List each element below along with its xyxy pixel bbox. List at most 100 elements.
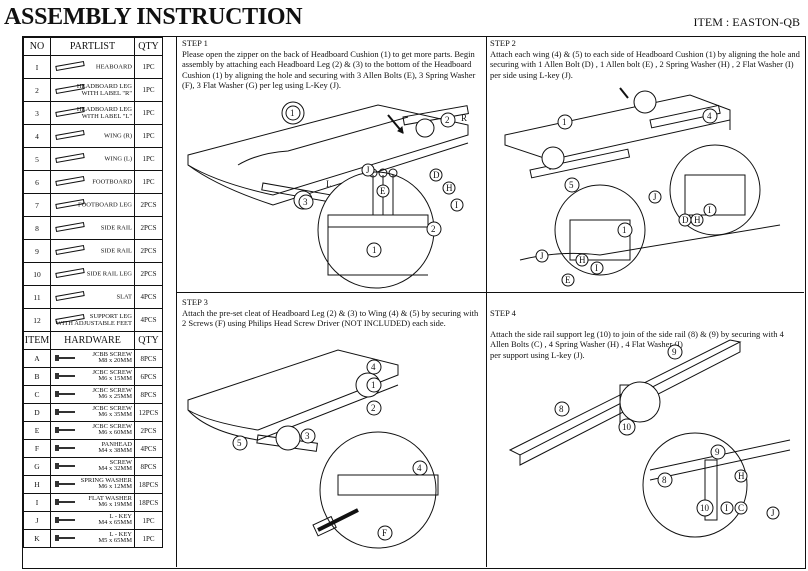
part-qty: 2PCS: [134, 193, 163, 217]
s4-callout-8b: 8: [662, 475, 667, 485]
hw-qty: 4PCS: [134, 439, 163, 458]
page-frame: [22, 36, 806, 569]
hw-no: B: [23, 367, 51, 386]
part-no: 8: [23, 216, 51, 240]
s3-callout-4: 4: [371, 362, 376, 372]
part-name: HEABOARD: [95, 63, 132, 71]
part-desc: SIDE RAIL: [50, 239, 135, 263]
s2-callout-5: 5: [569, 180, 574, 190]
s3-callout-4b: 4: [417, 463, 422, 473]
part-row: 2 HEADBOARD LEG WITH LABEL "R"1PC: [23, 78, 163, 102]
part-qty: 4PCS: [134, 285, 163, 309]
step-3-body: Attach the pre-set cleat of Headboard Le…: [182, 307, 479, 329]
hw-qty: 6PCS: [134, 367, 163, 386]
part-no: 5: [23, 147, 51, 171]
part-no: 2: [23, 78, 51, 102]
s2-callout-h2: H: [579, 255, 586, 265]
part-desc: FOOTBOARD LEG: [50, 193, 135, 217]
step-1-heading: STEP 1: [182, 38, 208, 48]
part-desc: SLAT: [50, 285, 135, 309]
s3-callout-5: 5: [237, 438, 242, 448]
screw-icon: [55, 535, 75, 541]
hw-no: C: [23, 385, 51, 404]
footboard-icon: [55, 176, 85, 186]
leg-icon: [55, 107, 85, 117]
s2-callout-i2: I: [595, 263, 598, 273]
hw-qty: 8PCS: [134, 457, 163, 476]
hw-qty: 18PCS: [134, 493, 163, 512]
leg-icon: [55, 84, 85, 94]
step-3-diagram: 4 1 2 3 5 4 F: [187, 349, 439, 549]
part-name: SIDE RAIL: [100, 224, 132, 232]
screw-icon: [55, 499, 75, 505]
hw-qty: 2PCS: [134, 421, 163, 440]
callout-d: D: [433, 170, 440, 180]
part-desc: HEADBOARD LEG WITH LABEL "L": [50, 101, 135, 125]
support-leg-icon: [55, 314, 85, 324]
screw-icon: [55, 355, 75, 361]
hw-qty: 1PC: [134, 511, 163, 530]
part-desc: WING (R): [50, 124, 135, 148]
s2-callout-j2: J: [540, 251, 544, 261]
hw-name: SPRING WASHER M6 x 12MM: [80, 476, 132, 491]
hw-name: JCBB SCREW M8 x 20MM: [92, 350, 132, 365]
s4-callout-9b: 9: [715, 447, 720, 457]
s3-callout-3: 3: [305, 431, 310, 441]
hw-name: FLAT WASHER M6 x 19MM: [88, 494, 132, 509]
col-no: NO: [23, 37, 51, 56]
part-qty: 2PCS: [134, 216, 163, 240]
part-name: HEADBOARD LEG WITH LABEL "L": [76, 106, 132, 120]
part-desc: HEABOARD: [50, 55, 135, 79]
s2-callout-e: E: [565, 275, 571, 285]
s2-callout-4: 4: [707, 111, 712, 121]
s2-callout-i: I: [708, 205, 711, 215]
step-4-heading: STEP 4: [490, 307, 516, 318]
s4-callout-i: I: [725, 503, 728, 513]
hw-desc: SPRING WASHER M6 x 12MM: [50, 475, 135, 494]
step-3-heading: STEP 3: [182, 297, 208, 307]
s4-callout-h: H: [738, 471, 745, 481]
col-item: ITEM: [23, 331, 51, 350]
step-2-text: STEP 2 Attach each wing (4) & (5) to eac…: [490, 38, 800, 80]
part-no: 6: [23, 170, 51, 194]
part-name: SLAT: [116, 293, 132, 301]
hw-name: JCBC SCREW M6 x 35MM: [92, 404, 132, 419]
s4-callout-j: J: [771, 508, 775, 518]
hw-no: E: [23, 421, 51, 440]
s4-callout-10: 10: [622, 422, 632, 432]
part-name: HEADBOARD LEG WITH LABEL "R": [76, 83, 132, 97]
wing-icon: [55, 153, 85, 163]
hw-desc: SCREW M4 x 32MM: [50, 457, 135, 476]
hardware-header-row: ITEM HARDWARE QTY: [23, 331, 163, 350]
item-code: ITEM : EASTON-QB: [693, 15, 800, 29]
screw-icon: [55, 463, 75, 469]
part-qty: 2PCS: [134, 262, 163, 286]
left-divider: [176, 37, 177, 567]
s4-callout-8: 8: [559, 404, 564, 414]
part-qty: 1PC: [134, 78, 163, 102]
hw-qty: 8PCS: [134, 385, 163, 404]
hw-no: J: [23, 511, 51, 530]
screw-icon: [55, 481, 75, 487]
hw-name: JCBC SCREW M6 x 25MM: [92, 386, 132, 401]
step-1-body: Please open the zipper on the back of He…: [182, 48, 476, 91]
partlist-header-row: NO PARTLIST QTY: [23, 37, 163, 56]
step-1-diagram: 1 2 R 3 L J E D H I 1 2: [187, 101, 469, 289]
screw-icon: [55, 409, 75, 415]
part-desc: SUPPORT LEG WITH ADJUSTABLE FEET: [50, 308, 135, 332]
part-desc: HEADBOARD LEG WITH LABEL "R": [50, 78, 135, 102]
